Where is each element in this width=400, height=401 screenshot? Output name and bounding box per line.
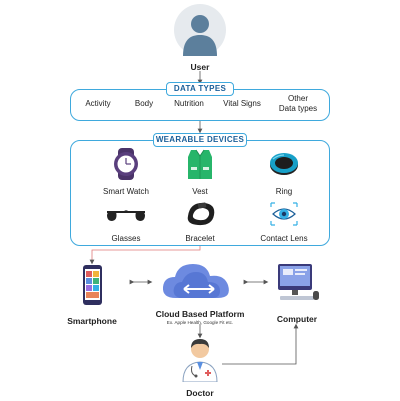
- data-type-other: Other Data types: [278, 94, 318, 113]
- computer-label: Computer: [276, 314, 318, 324]
- device-contact-lens: Contact Lens: [254, 200, 314, 243]
- glasses-icon: [107, 210, 145, 221]
- device-ring: Ring: [254, 148, 314, 196]
- device-smart-watch: Smart Watch: [96, 148, 156, 196]
- device-contact-lens-label: Contact Lens: [260, 234, 308, 243]
- smartphone-label: Smartphone: [67, 316, 117, 326]
- cloud-platform-label: Cloud Based Platform: [155, 309, 245, 319]
- bracelet-icon: [187, 202, 215, 226]
- cloud-platform-examples: Ex. Apple Health, Google Fit etc.: [166, 320, 234, 325]
- smart-watch-icon: [114, 148, 138, 180]
- data-type-body: Body: [134, 99, 154, 108]
- device-vest: Vest: [170, 148, 230, 196]
- ring-icon: [270, 153, 298, 175]
- user-label: User: [190, 62, 210, 72]
- data-type-activity: Activity: [85, 99, 111, 108]
- cloud-platform-node: Cloud Based Platform Ex. Apple Health, G…: [148, 258, 252, 326]
- doctor-node: Doctor: [170, 336, 230, 398]
- arrow-wearables-to-smartphone: [89, 245, 201, 265]
- smartphone-icon: [83, 265, 102, 305]
- vest-icon: [188, 149, 212, 179]
- device-bracelet-label: Bracelet: [185, 234, 215, 243]
- data-type-vital-signs: Vital Signs: [223, 99, 261, 108]
- person-icon: [174, 4, 226, 56]
- computer-icon: [278, 264, 319, 300]
- contact-lens-icon: [270, 202, 298, 226]
- data-types-list: Activity Body Nutrition Vital Signs Othe…: [74, 94, 326, 118]
- doctor-label: Doctor: [186, 388, 214, 398]
- device-ring-label: Ring: [275, 187, 293, 196]
- cloud-icon: [162, 264, 229, 298]
- doctor-icon: [182, 339, 218, 383]
- data-type-nutrition: Nutrition: [174, 99, 204, 108]
- device-smart-watch-label: Smart Watch: [103, 187, 149, 196]
- device-bracelet: Bracelet: [170, 200, 230, 243]
- device-glasses: Glasses: [96, 200, 156, 243]
- wearable-devices-title: WEARABLE DEVICES: [153, 133, 247, 147]
- device-vest-label: Vest: [192, 187, 208, 196]
- smartphone-node: Smartphone: [62, 264, 122, 326]
- device-glasses-label: Glasses: [111, 234, 141, 243]
- computer-node: Computer: [266, 262, 328, 324]
- user-node: User: [170, 4, 230, 72]
- arrow-doctor-to-computer: [222, 323, 299, 365]
- data-types-title: DATA TYPES: [166, 82, 234, 96]
